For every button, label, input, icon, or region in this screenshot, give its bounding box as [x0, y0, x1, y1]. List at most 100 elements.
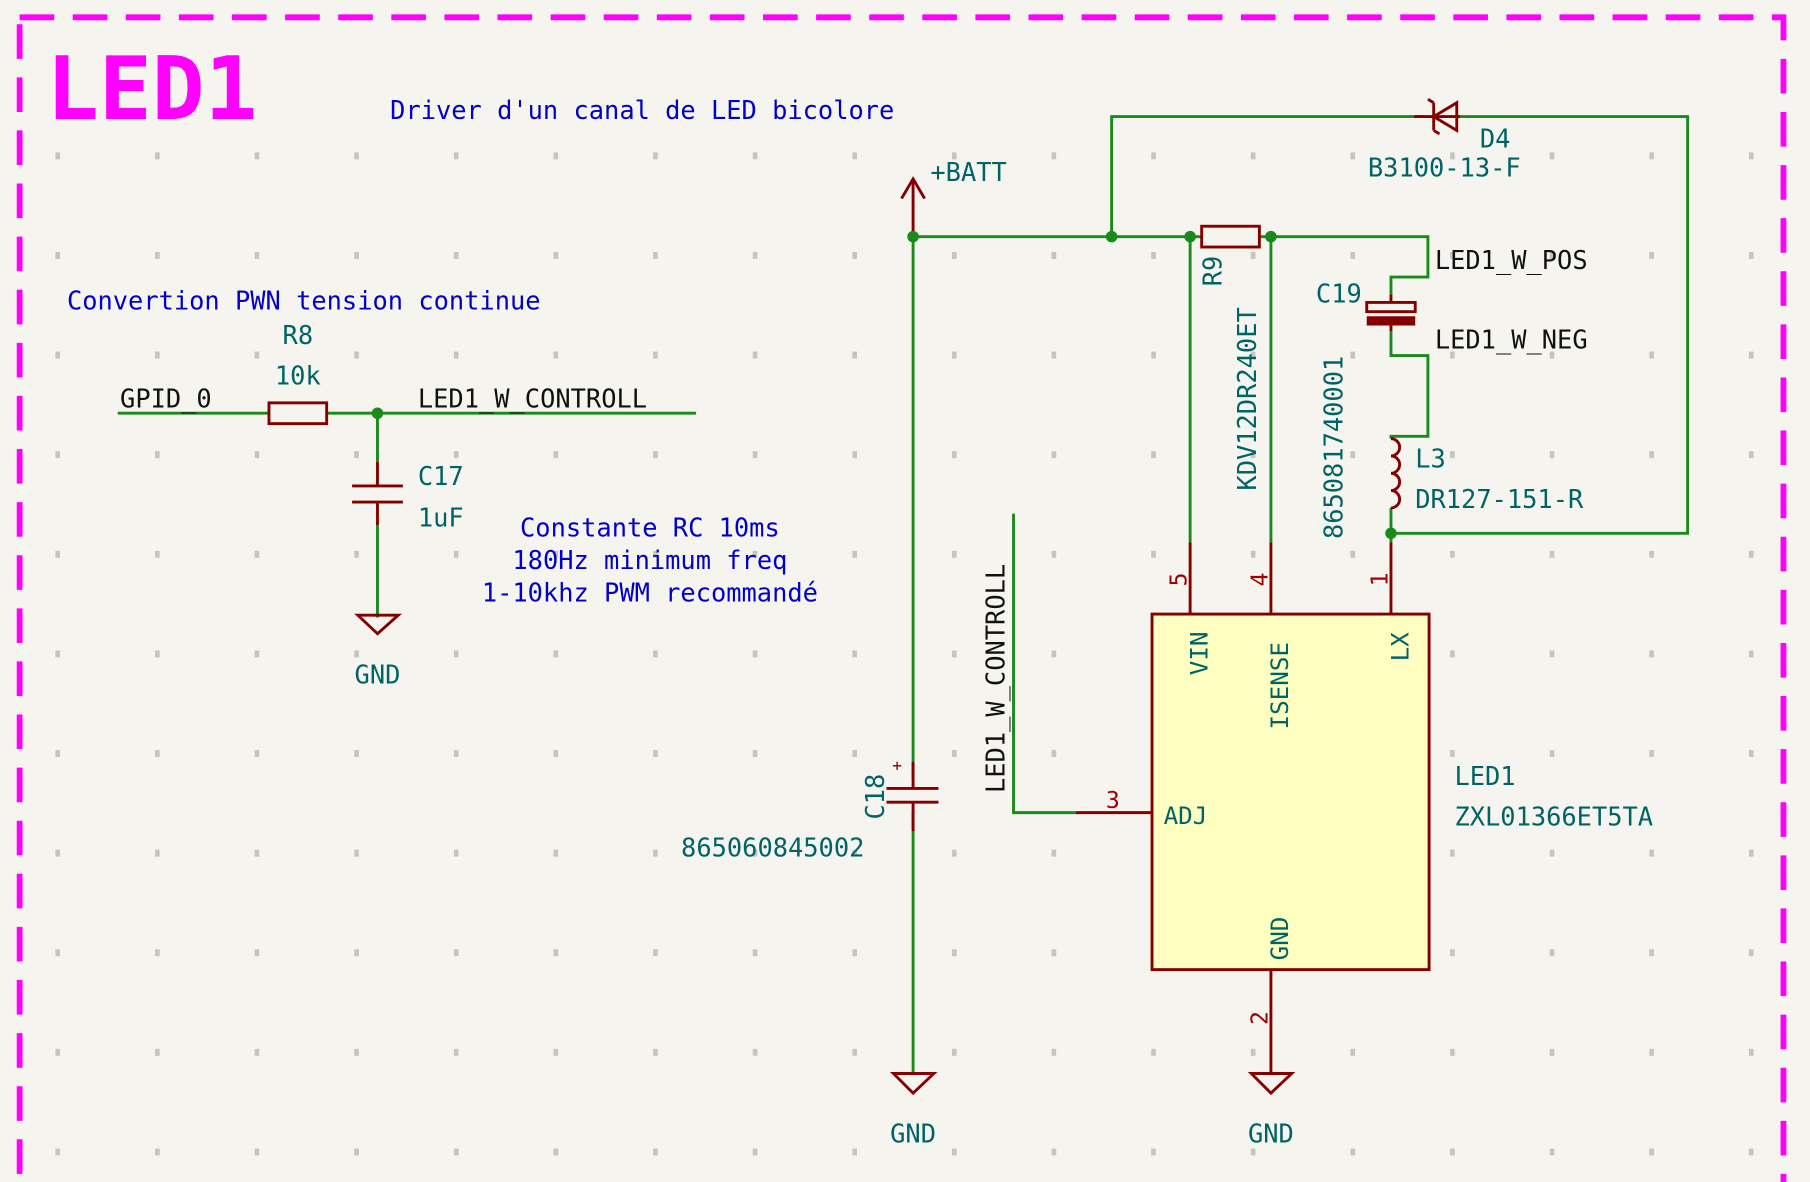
grid-dot [1051, 750, 1057, 757]
grid-dot [852, 949, 857, 957]
grid-dot [1748, 849, 1754, 857]
grid-dot [1250, 1048, 1256, 1056]
grid-dot [553, 650, 559, 658]
r9-value: KDV12DR240ET [1232, 307, 1262, 490]
grid-dot [553, 1048, 559, 1056]
grid-dot [653, 550, 658, 558]
grid-dot [254, 1148, 260, 1156]
gnd-label: GND [890, 1119, 936, 1149]
gnd-label: GND [1248, 1119, 1294, 1149]
grid-dot [553, 451, 559, 459]
batt-symbol[interactable] [900, 176, 926, 237]
grid-dot [653, 849, 658, 857]
grid-dot [453, 650, 459, 658]
grid-dot [453, 1148, 459, 1156]
grid-dot [553, 849, 559, 857]
pin-number: 3 [1106, 788, 1120, 814]
r8-value: 10k [275, 360, 321, 390]
grid-dot [354, 550, 359, 558]
grid-dot [1748, 251, 1754, 259]
resistor-r9[interactable] [1200, 224, 1261, 249]
d4-ref: D4 [1480, 124, 1511, 154]
batt-label: +BATT [930, 157, 1006, 187]
junction [907, 230, 919, 243]
grid-dot [155, 1048, 160, 1056]
c19-value: 865081740001 [1318, 356, 1348, 539]
grid-dot [553, 750, 559, 757]
net-label-pos[interactable]: LED1_W_POS [1435, 245, 1588, 275]
grid-dot [1250, 550, 1256, 558]
grid-dot [852, 550, 857, 558]
junction [1385, 527, 1397, 540]
net-label-control[interactable]: LED1_W_CONTROLL [418, 383, 647, 413]
grid-dot [951, 251, 957, 259]
ic-led1[interactable]: 5 4 1 3 2 VIN ISENSE LX ADJ GND LED1 ZXL… [1075, 542, 1653, 1074]
grid-dot [354, 351, 359, 359]
net-label-control-vertical[interactable]: LED1_W_CONTROLL [980, 564, 1010, 793]
inductor-l3[interactable] [1390, 437, 1402, 510]
grid-dot [1450, 1148, 1455, 1156]
pin-number: 5 [1167, 572, 1193, 586]
gnd-symbol[interactable] [889, 1072, 938, 1096]
gnd-symbol[interactable] [1247, 1072, 1296, 1096]
grid-dot [55, 351, 61, 359]
grid-dot [1748, 152, 1754, 160]
grid-dot [453, 849, 459, 857]
grid-dot [1450, 550, 1455, 558]
grid-dot [1151, 1048, 1156, 1056]
junction [371, 407, 384, 420]
grid-dot [254, 650, 260, 658]
resistor-r8[interactable] [267, 401, 329, 426]
grid-dot [752, 949, 758, 957]
grid-dot [1051, 1048, 1057, 1056]
grid-dot [1151, 152, 1156, 160]
grid-dot [1450, 750, 1455, 757]
grid-dot [254, 351, 260, 359]
grid-dot [752, 650, 758, 658]
grid-dot [852, 1048, 857, 1056]
grid-dot [1450, 1048, 1455, 1056]
grid-dot [1250, 152, 1256, 160]
grid-dot [1051, 251, 1057, 259]
grid-dot [553, 550, 559, 558]
gnd-symbol[interactable] [354, 613, 403, 636]
sheet-title: LED1 [46, 38, 257, 140]
grid-dot [1748, 1148, 1754, 1156]
capacitor-c18[interactable] [886, 761, 939, 832]
c17-ref: C17 [418, 461, 464, 491]
net-label-gpio[interactable]: GPID_0 [120, 383, 212, 413]
grid-dot [1649, 251, 1654, 259]
grid-dot [1350, 550, 1356, 558]
grid-dot [1450, 451, 1455, 459]
grid-dot [752, 152, 758, 160]
grid-dot [553, 152, 559, 160]
grid-dot [1549, 550, 1555, 558]
diode-d4[interactable] [1414, 98, 1461, 136]
grid-dot [1350, 1148, 1356, 1156]
grid-dot [1450, 351, 1455, 359]
grid-dot [453, 550, 459, 558]
grid-dot [1151, 251, 1156, 259]
ic-value: ZXL01366ET5TA [1454, 801, 1653, 831]
pin-name-adj: ADJ [1164, 801, 1208, 830]
grid-dot [155, 650, 160, 658]
grid-dot [951, 949, 957, 957]
grid-dot [1649, 152, 1654, 160]
grid-dot [354, 650, 359, 658]
capacitor-c17[interactable] [352, 461, 403, 526]
c17-value: 1uF [418, 502, 464, 532]
net-label-neg[interactable]: LED1_W_NEG [1435, 325, 1588, 355]
grid-dot [155, 750, 160, 757]
grid-dot [1748, 451, 1754, 459]
grid-dot [852, 152, 857, 160]
grid-dot [1450, 251, 1455, 259]
grid-dot [254, 152, 260, 160]
junction [1265, 230, 1277, 243]
ic-ref: LED1 [1454, 761, 1515, 791]
grid-dot [653, 251, 658, 259]
grid-dot [1250, 1148, 1256, 1156]
grid-dot [752, 351, 758, 359]
grid-dot [852, 351, 857, 359]
grid-dot [951, 750, 957, 757]
